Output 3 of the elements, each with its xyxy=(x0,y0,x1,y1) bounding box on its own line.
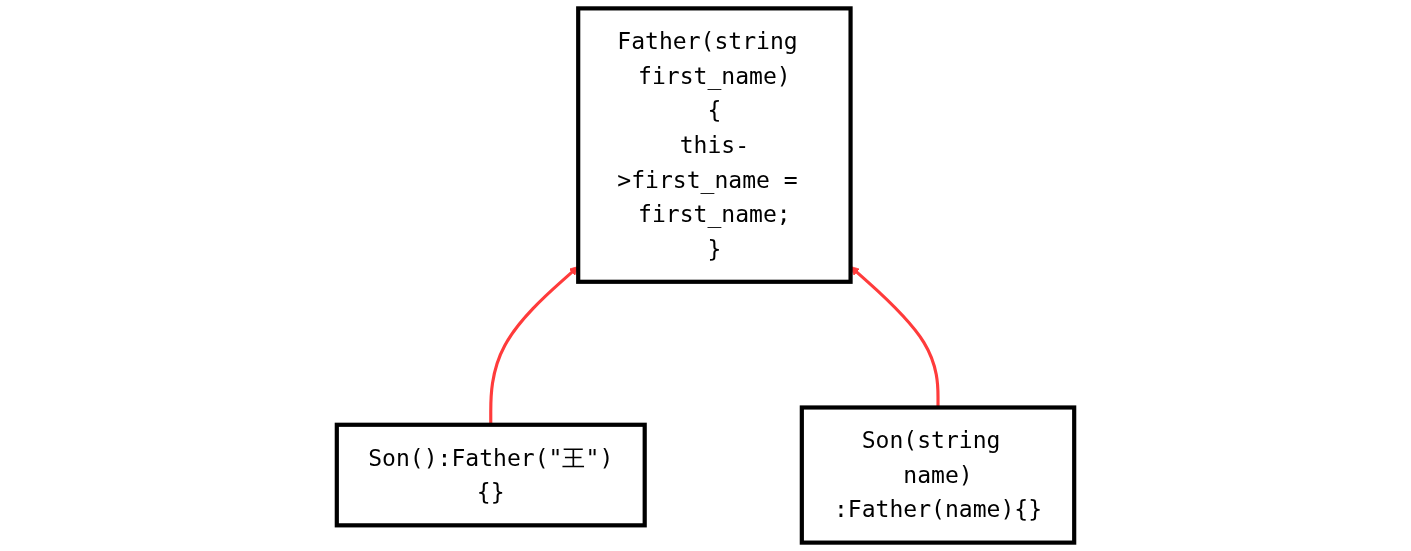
node-box: Son(string name) :Father(name){} xyxy=(799,405,1077,545)
node-box: Son():Father("王"){} xyxy=(334,422,647,528)
node-box: Father(string first_name) { this->first_name = first_name; } xyxy=(576,6,853,284)
